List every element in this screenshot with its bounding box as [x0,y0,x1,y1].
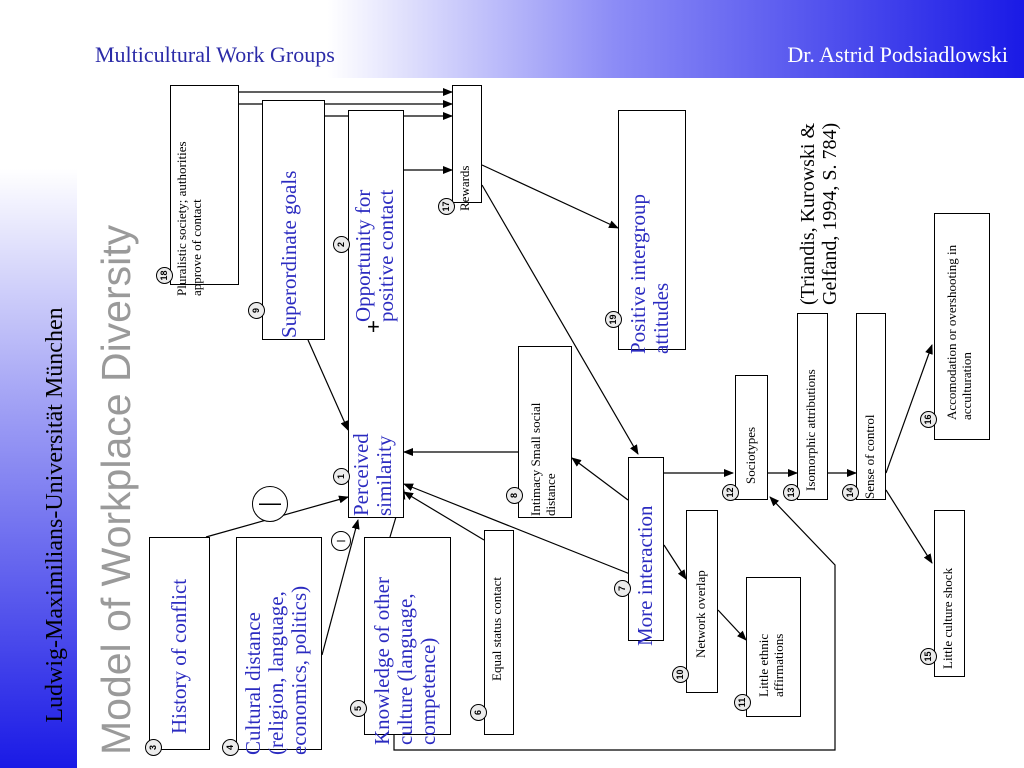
node-3-label: History of conflict [167,578,191,734]
node-8-label: Intimacy Small social distance [528,402,558,516]
node-9-box [262,100,325,340]
node-1-number: 1 [333,468,350,485]
node-10-label: Network overlap [693,570,708,658]
arrow-6-1 [403,491,485,541]
arrow-4-1 [321,519,360,656]
node-10-box [686,510,718,693]
node-11-box [746,577,801,717]
arrow-9-1 [307,339,349,431]
negative-sign-small: – [331,531,351,551]
node-17-number: 17 [438,198,455,215]
node-5-number: 5 [350,700,367,717]
arrow-14-16 [885,344,933,474]
node-6-box [484,530,514,735]
node-13-box [797,313,828,500]
author-name: Dr. Astrid Podsiadlowski [787,42,1008,67]
node-2-label: Opportunity for positive contact [351,189,398,322]
node-2-number: 2 [333,236,350,253]
node-1-label: Perceived similarity [349,433,396,516]
node-12-label: Sociotypes [743,426,758,484]
plus-sign: + [367,314,380,339]
node-4-box [236,537,322,750]
node-5-box [364,537,451,735]
node-17-box [452,85,482,203]
sidebar-banner [0,0,77,768]
node-14-label: Sense of control [862,414,877,499]
node-15-number: 15 [920,648,937,665]
node-3-box [149,537,210,750]
arrow-5-12 [393,496,836,751]
node-8-box [518,346,572,518]
node-7-box [628,457,664,641]
node-10-number: 10 [672,666,689,683]
node-16-number: 16 [920,411,937,428]
arrow-10-11 [717,609,747,641]
arrow-17-19 [481,164,619,229]
arrow-14-15 [885,489,933,564]
node-13-number: 13 [783,484,800,501]
node-6-number: 6 [470,704,487,721]
header-banner [0,0,1024,78]
node-7-label: More interaction [633,505,657,646]
node-6-label: Equal status contact [489,577,504,681]
node-9-number: 9 [248,302,265,319]
node-5-label: Knowledge of other culture (language, co… [370,577,440,745]
node-16-label: Accomodation or overshooting in accultur… [944,244,974,420]
node-19-box [618,110,686,350]
node-8-number: 8 [506,487,523,504]
node-12-box [735,375,768,500]
node-19-label: Positive intergroup attitudes [626,193,673,354]
course-title: Multicultural Work Groups [95,42,335,67]
node-15-label: Little culture shock [940,567,955,669]
node-14-box [856,313,886,500]
node-18-box [170,85,239,285]
node-17-label: Rewards [457,165,472,212]
node-18-label: Pluralistic society; authorities approve… [174,141,204,296]
arrow-7-1 [403,483,631,575]
node-13-label: Isomorphic attributions [803,369,818,491]
node-14-number: 14 [842,484,859,501]
node-4-number: 4 [222,739,239,756]
node-18-number: 18 [156,267,173,284]
arrow-7-8 [571,457,629,501]
node-9-label: Superordinate goals [277,170,301,338]
node-7-number: 7 [614,580,631,597]
node-11-label: Little ethnic affirmations [756,633,786,697]
node-3-number: 3 [145,739,162,756]
node-15-box [934,510,965,677]
node-16-box [934,213,990,440]
arrow-7-10 [663,544,687,580]
node-19-number: 19 [605,311,622,328]
node-11-number: 11 [734,694,751,711]
arrow-17-7 [481,184,639,455]
node-4-label: Cultural distance (religion, language, e… [241,585,311,755]
node-12-number: 12 [722,484,739,501]
node-1-2-box [348,110,404,518]
negative-sign-large: — [252,486,288,522]
